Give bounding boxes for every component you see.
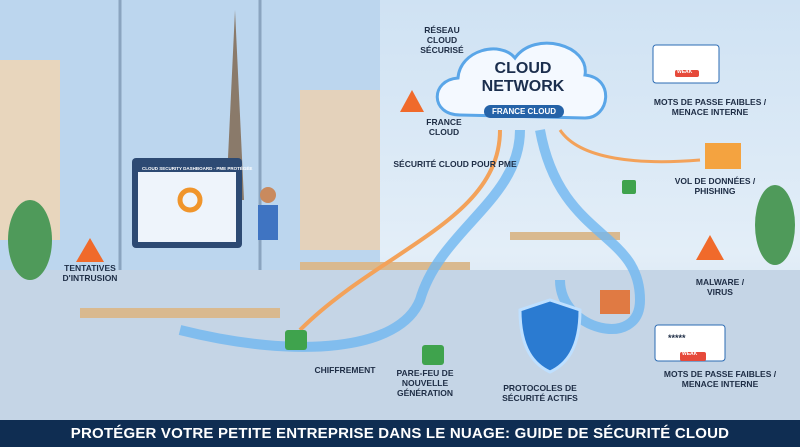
phishing-envelope-icon xyxy=(705,143,741,169)
cloud-title: CLOUD NETWORK xyxy=(481,60,565,95)
login-panel xyxy=(652,44,720,84)
label-reseau: RÉSEAU CLOUD SÉCURISÉ xyxy=(420,25,464,55)
desk xyxy=(80,308,280,318)
warning-icon xyxy=(76,238,104,262)
desk xyxy=(510,232,620,240)
plant xyxy=(755,185,795,265)
warning-icon xyxy=(400,90,424,112)
lock-icon xyxy=(622,180,636,194)
weak-badge: WEAK xyxy=(682,351,698,357)
label-protocoles: PROTOCOLES DE SÉCURITÉ ACTIFS xyxy=(502,383,578,403)
cloud-badge: FRANCE CLOUD xyxy=(484,105,564,118)
label-mots-passe-bottom: MOTS DE PASSE FAIBLES / MENACE INTERNE xyxy=(663,369,777,389)
building xyxy=(300,90,380,250)
warning-icon xyxy=(696,235,724,260)
lock-icon xyxy=(422,345,444,365)
eiffel-tower xyxy=(226,10,244,200)
illustration-art xyxy=(0,0,800,420)
label-malware: MALWARE / VIRUS xyxy=(695,277,745,297)
label-parefeu: PARE-FEU DE NOUVELLE GÉNÉRATION xyxy=(396,368,454,398)
lock-icon xyxy=(285,330,307,350)
dashboard-title: CLOUD SECURITY DASHBOARD - PME PROTÉGÉE xyxy=(142,166,253,171)
donut-chart-icon xyxy=(177,187,203,213)
firewall-icon xyxy=(600,290,630,314)
label-mots-passe-top: MOTS DE PASSE FAIBLES / MENACE INTERNE xyxy=(653,97,767,117)
shield-icon xyxy=(518,298,582,374)
label-france-cloud: FRANCE CLOUD xyxy=(426,117,462,137)
illustration: CLOUD NETWORK FRANCE CLOUD CLOUD SECURIT… xyxy=(0,0,800,420)
label-chiffrement: CHIFFREMENT xyxy=(314,365,376,375)
label-intrusion: TENTATIVES D'INTRUSION xyxy=(62,263,118,283)
plant xyxy=(8,200,52,280)
cloud-icon xyxy=(435,41,608,120)
label-securite-pme: SÉCURITÉ CLOUD POUR PME xyxy=(393,159,517,169)
password-mask: ***** xyxy=(668,333,686,343)
weak-badge: WEAK xyxy=(677,69,693,75)
label-vol: VOL DE DONNÉES / PHISHING xyxy=(674,176,756,196)
banner-title: PROTÉGER VOTRE PETITE ENTREPRISE DANS LE… xyxy=(0,420,800,447)
